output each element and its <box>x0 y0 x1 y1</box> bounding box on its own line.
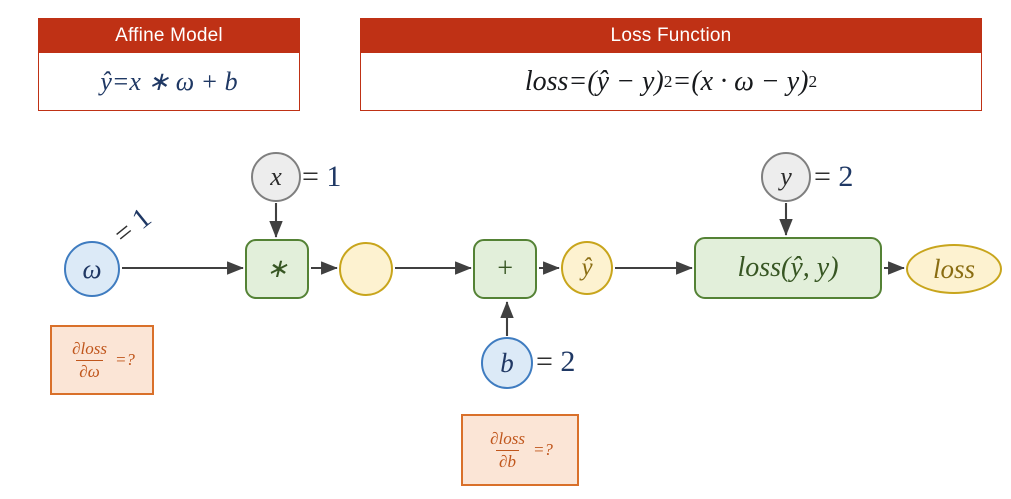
loss-function-formula: loss = (ŷ − y)2= (x · ω − y)2 <box>361 53 981 111</box>
loss-formula-first: (ŷ − y) <box>587 66 664 97</box>
loss-formula-first-exponent: 2 <box>663 72 673 91</box>
gradient-b-numerator: ∂loss <box>490 428 525 448</box>
node-omega[interactable]: ω <box>64 241 120 297</box>
gradient-b-denominator: ∂b <box>496 449 519 472</box>
node-add-label: + <box>495 253 515 284</box>
loss-formula-eq: = <box>568 66 588 97</box>
node-product-intermediate[interactable] <box>339 242 393 296</box>
affine-formula-lhs: ŷ <box>100 67 112 96</box>
value-label-y-number: 2 <box>838 160 854 193</box>
gradient-omega-expression: ∂loss ∂ω =? <box>69 339 135 381</box>
value-label-b-eq: = <box>536 345 553 378</box>
affine-model-title: Affine Model <box>39 19 299 53</box>
node-y-label: y <box>780 162 792 191</box>
value-label-y: = 2 <box>814 160 853 194</box>
loss-formula-eq2: = <box>672 66 692 97</box>
loss-formula-lhs: loss <box>524 66 569 97</box>
node-b[interactable]: b <box>481 337 533 389</box>
node-yhat[interactable]: ŷ <box>561 241 613 295</box>
gradient-b-box: ∂loss ∂b =? <box>461 414 579 486</box>
node-multiply-label: ∗ <box>266 254 288 283</box>
node-multiply-operator[interactable]: ∗ <box>245 239 309 299</box>
loss-formula-second-exponent: 2 <box>808 72 818 91</box>
loss-function-panel: Loss Function loss = (ŷ − y)2= (x · ω − … <box>360 18 982 111</box>
affine-model-formula: ŷ = x ∗ ω + b <box>39 53 299 111</box>
affine-formula-eq: = <box>111 67 130 96</box>
gradient-b-equals: =? <box>532 440 553 459</box>
node-b-label: b <box>500 347 514 378</box>
node-omega-label: ω <box>82 253 102 284</box>
loss-formula-second: (x · ω − y) <box>691 66 809 97</box>
gradient-omega-denominator: ∂ω <box>76 359 103 382</box>
value-label-y-eq: = <box>814 160 831 193</box>
node-loss-function-label: loss(ŷ, y) <box>737 252 839 283</box>
value-label-omega: = 1 <box>108 202 158 252</box>
node-loss-output[interactable]: loss <box>906 244 1002 294</box>
value-label-x-eq: = <box>302 160 319 193</box>
node-yhat-label: ŷ <box>581 254 593 281</box>
gradient-b-fraction: ∂loss ∂b <box>487 429 528 471</box>
node-y[interactable]: y <box>761 152 811 202</box>
affine-formula-rhs: x ∗ ω + b <box>129 67 238 96</box>
gradient-omega-equals: =? <box>114 350 135 369</box>
node-x[interactable]: x <box>251 152 301 202</box>
gradient-omega-box: ∂loss ∂ω =? <box>50 325 154 395</box>
node-x-label: x <box>270 162 282 191</box>
node-loss-function[interactable]: loss(ŷ, y) <box>694 237 882 299</box>
value-label-x-number: 1 <box>326 160 342 193</box>
value-label-x: = 1 <box>302 160 341 194</box>
affine-model-panel: Affine Model ŷ = x ∗ ω + b <box>38 18 300 111</box>
node-add-operator[interactable]: + <box>473 239 537 299</box>
node-loss-output-label: loss <box>932 253 976 284</box>
value-label-b-number: 2 <box>560 345 576 378</box>
gradient-b-expression: ∂loss ∂b =? <box>487 429 553 471</box>
gradient-omega-fraction: ∂loss ∂ω <box>69 339 110 381</box>
loss-function-title: Loss Function <box>361 19 981 53</box>
gradient-omega-numerator: ∂loss <box>72 338 107 358</box>
value-label-b: = 2 <box>536 345 575 379</box>
